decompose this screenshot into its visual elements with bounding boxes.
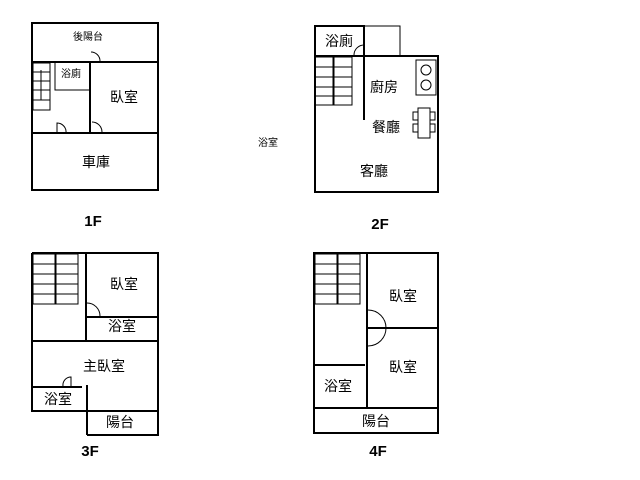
door-icon xyxy=(86,302,101,317)
room-label: 浴室 xyxy=(108,318,136,335)
door-icon xyxy=(353,44,365,56)
stove-icon xyxy=(415,59,437,96)
floor-4f-plan: 臥室 臥室 浴室 陽台 4F xyxy=(313,252,439,460)
floor-label: 1F xyxy=(84,213,102,230)
floor-label: 3F xyxy=(81,443,99,460)
door-icon xyxy=(56,122,67,134)
room-label: 車庫 xyxy=(82,154,110,171)
room-label: 後陽台 xyxy=(73,30,103,43)
staircase xyxy=(32,62,51,111)
room-label: 浴廁 xyxy=(325,33,353,50)
stray-room-label: 浴室 xyxy=(258,136,278,149)
staircase xyxy=(314,253,361,305)
room-label: 臥室 xyxy=(389,359,417,376)
floor-label: 2F xyxy=(371,216,389,233)
floor-label: 4F xyxy=(369,443,387,460)
door-icon xyxy=(367,309,387,347)
floor-2f-plan: 浴廁 廚房 餐廳 客廳 2F xyxy=(314,25,439,233)
staircase xyxy=(32,253,79,305)
room-label: 廚房 xyxy=(370,79,398,96)
door-icon xyxy=(62,376,72,387)
room-label: 客廳 xyxy=(360,163,388,180)
room-label: 浴廁 xyxy=(61,67,81,80)
room-label: 主臥室 xyxy=(83,358,125,375)
room-label: 餐廳 xyxy=(372,119,400,136)
room-label: 臥室 xyxy=(110,276,138,293)
floor-3f-plan: 臥室 浴室 主臥室 浴室 陽台 3F xyxy=(31,252,159,460)
room-label: 臥室 xyxy=(110,89,138,106)
room-label: 臥室 xyxy=(389,288,417,305)
room-label: 陽台 xyxy=(362,414,390,430)
room-label: 浴室 xyxy=(324,378,352,395)
dining-table-icon xyxy=(412,107,436,139)
room-label: 浴室 xyxy=(44,391,72,408)
staircase xyxy=(314,56,353,106)
door-icon xyxy=(90,51,101,62)
floor-1f-plan: 後陽台 浴廁 臥室 車庫 1F xyxy=(31,22,159,230)
room-label: 陽台 xyxy=(106,415,134,431)
door-icon xyxy=(91,121,103,133)
